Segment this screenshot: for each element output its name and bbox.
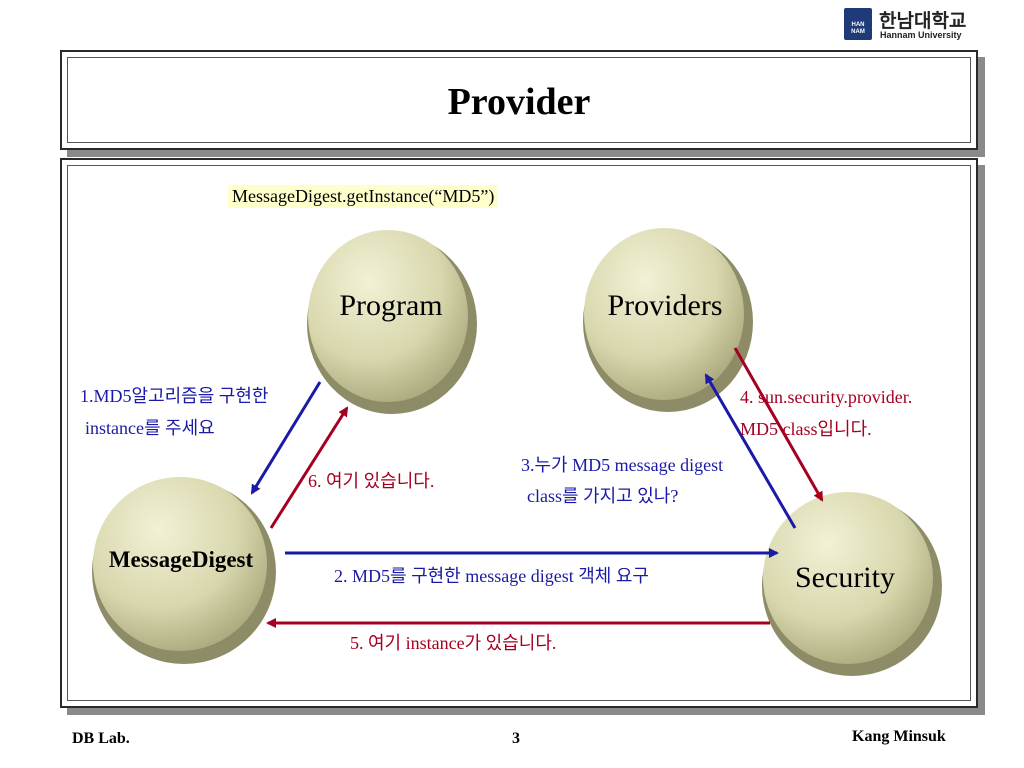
slide-title: Provider xyxy=(447,81,591,123)
security-label: Security xyxy=(795,561,895,594)
logo-korean-text: 한남대학교 xyxy=(879,10,967,32)
message-digest-label: MessageDigest xyxy=(108,547,254,572)
arrow-step6 xyxy=(269,406,349,529)
providers-label: Providers xyxy=(607,289,723,322)
step1-label-line2: instance를 주세요 xyxy=(85,418,215,438)
title-frame xyxy=(60,50,978,150)
arrow-step4 xyxy=(733,347,824,502)
step5-label: 5. 여기 instance가 있습니다. xyxy=(350,633,557,653)
step3-label-line1: 3.누가 MD5 message digest xyxy=(521,455,724,475)
step1-label-line1: 1.MD5알고리즘을 구현한 xyxy=(80,386,269,406)
logo-mark-text: HAN NAM xyxy=(851,22,865,35)
footer-author: Kang Minsuk xyxy=(852,728,946,745)
university-logo: HAN NAM 한남대학교 Hannam University xyxy=(844,6,984,42)
step3-label-line2: class를 가지고 있나? xyxy=(527,486,679,506)
page-number: 3 xyxy=(512,730,520,747)
step4-label-line1: 4. sun.security.provider. xyxy=(740,387,913,407)
logo-english-text: Hannam University xyxy=(880,30,962,40)
security-node xyxy=(762,492,942,676)
providers-node xyxy=(583,228,753,412)
message-digest-node xyxy=(92,477,276,664)
arrow-step3 xyxy=(704,373,797,529)
logo-emblem-icon: HAN NAM xyxy=(844,8,872,40)
arrow-step1 xyxy=(250,381,322,495)
program-label: Program xyxy=(339,289,443,322)
code-label: MessageDigest.getInstance(“MD5”) xyxy=(228,185,499,208)
step6-label: 6. 여기 있습니다. xyxy=(308,471,435,491)
step2-label: 2. MD5를 구현한 message digest 객체 요구 xyxy=(334,566,649,586)
program-node xyxy=(307,230,477,414)
footer-left: DB Lab. xyxy=(72,730,130,747)
step4-label-line2: MD5 class입니다. xyxy=(740,419,872,439)
